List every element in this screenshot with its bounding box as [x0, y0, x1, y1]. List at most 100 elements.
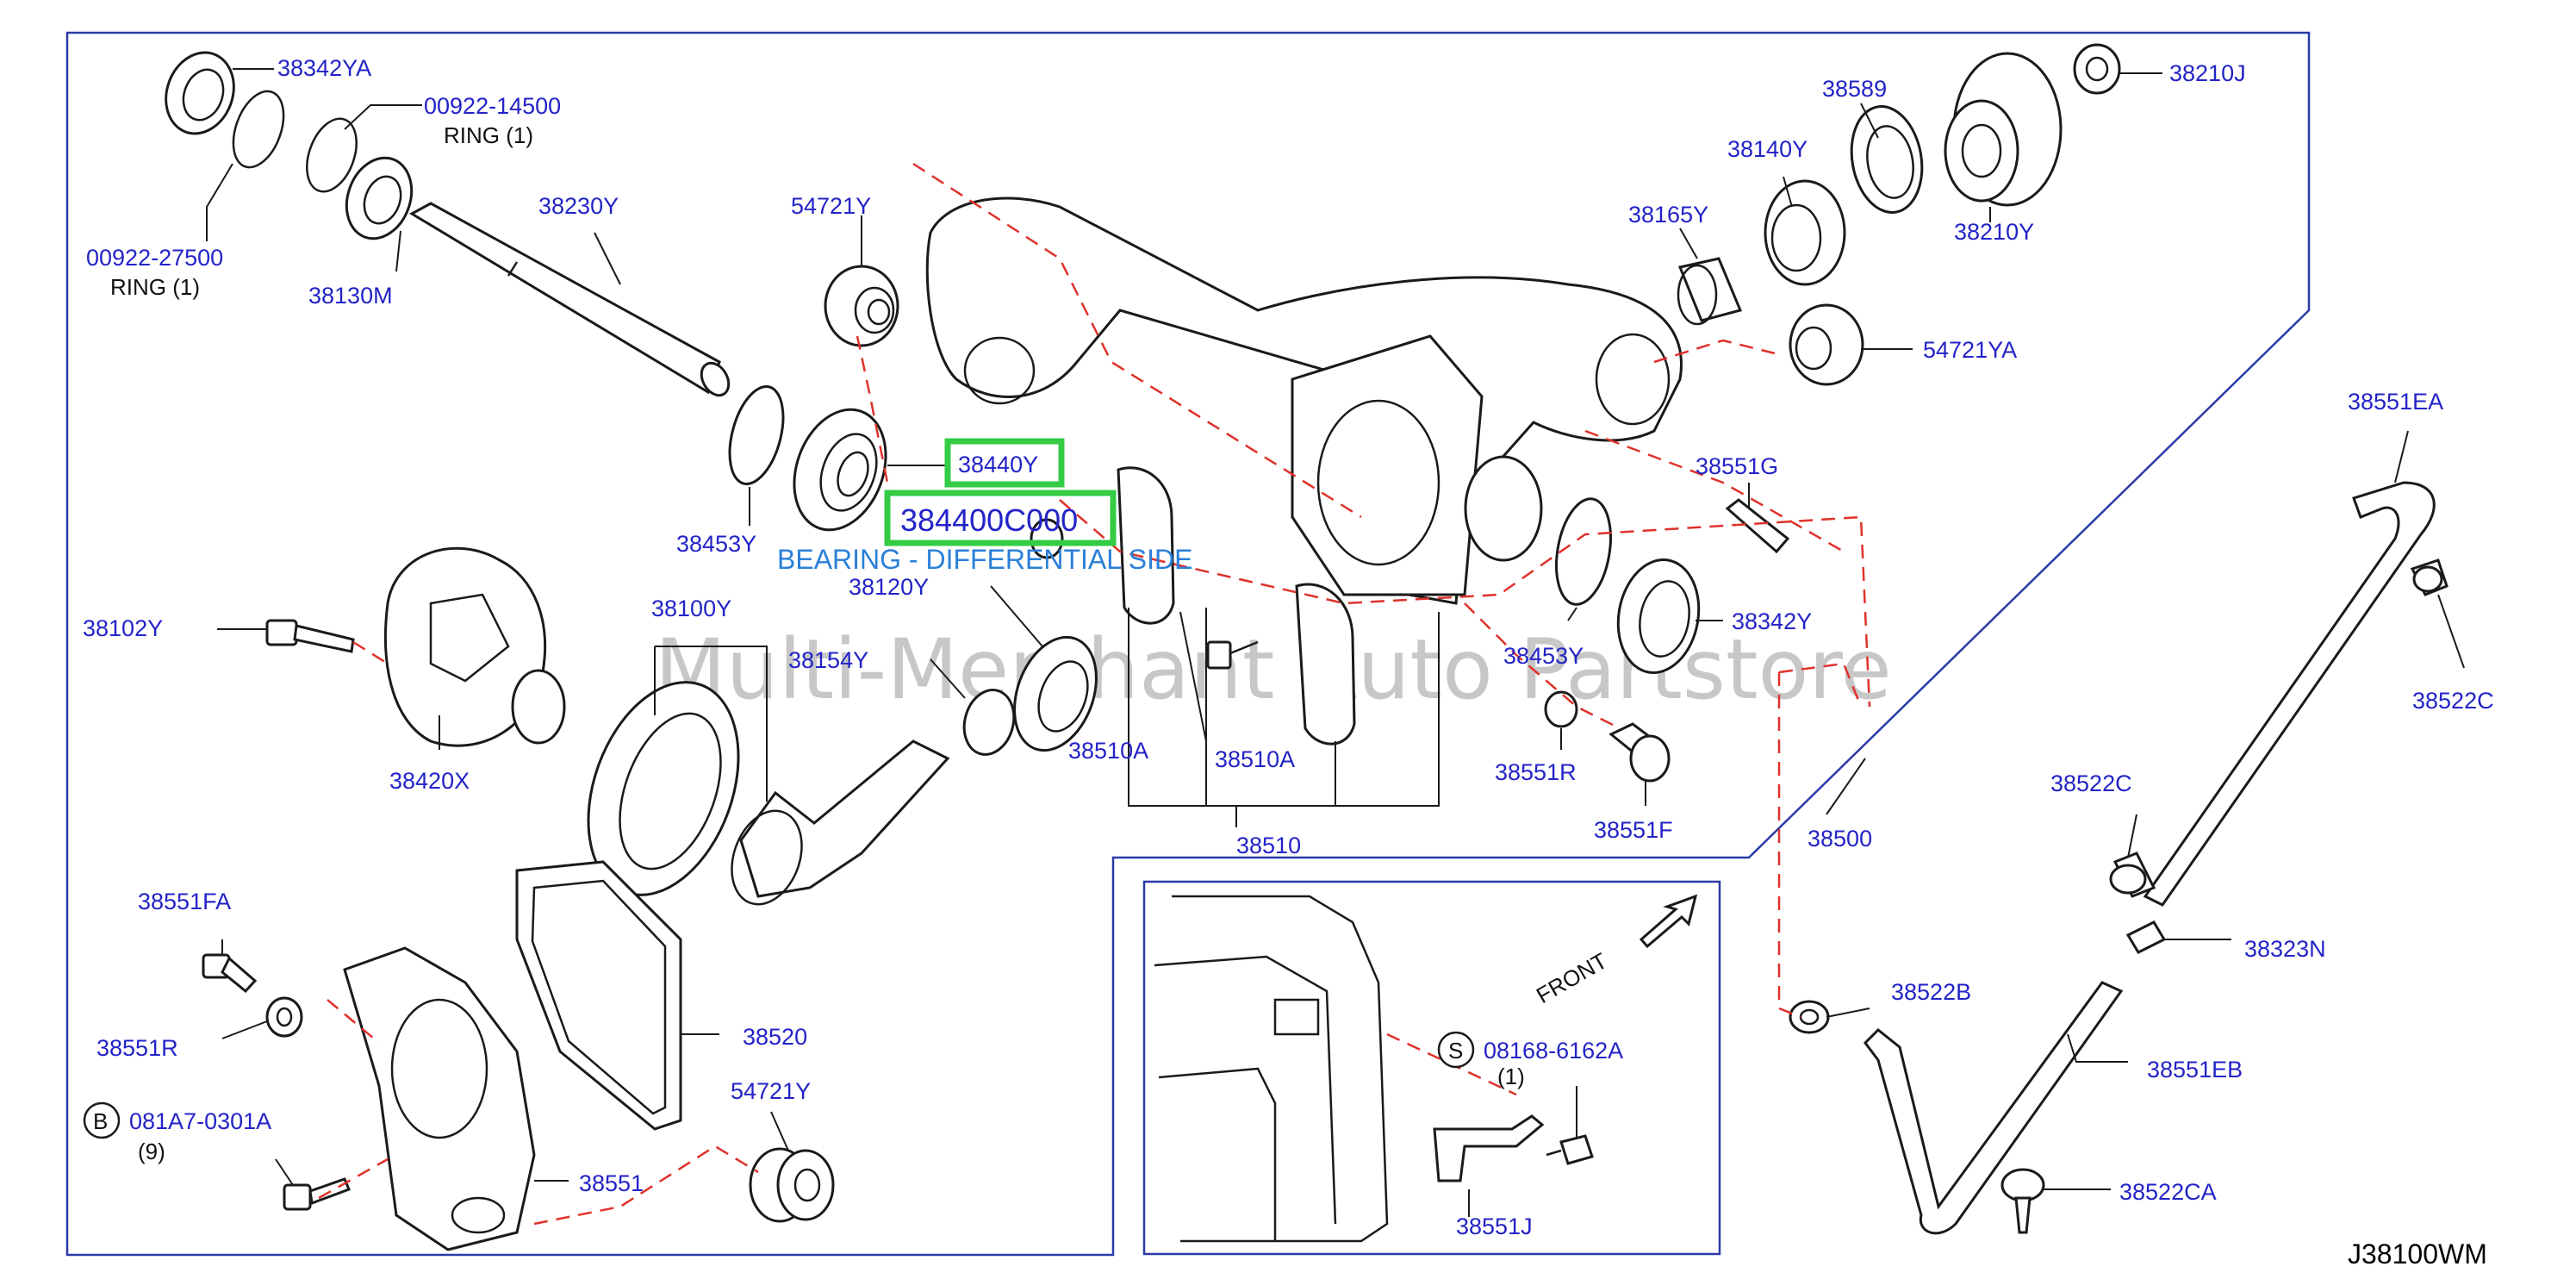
bolt-08168	[1546, 1134, 1594, 1165]
svg-text:B: B	[93, 1108, 108, 1134]
label-00922-14500[interactable]: 00922-14500	[424, 93, 561, 119]
hose-38551EA	[2143, 481, 2436, 907]
snap-ring-left	[232, 90, 285, 169]
label-54721YA[interactable]: 54721YA	[1923, 337, 2017, 363]
shim-38154Y	[962, 689, 1016, 756]
label-38342YA[interactable]: 38342YA	[277, 55, 371, 81]
highlight-box-part-number	[884, 490, 1117, 546]
cap-38510A-right	[1295, 583, 1356, 746]
callout-b: B	[83, 1101, 121, 1139]
bushing-54721Y-bottom	[749, 1147, 835, 1223]
label-54721Y-bottom[interactable]: 54721Y	[731, 1078, 811, 1104]
spacer-38165Y	[1677, 257, 1743, 326]
label-38210Y[interactable]: 38210Y	[1954, 219, 2034, 245]
label-38551G[interactable]: 38551G	[1696, 453, 1778, 479]
bushing-54721YA	[1789, 303, 1864, 386]
differential-case-38420X	[384, 546, 566, 747]
label-38522C-right[interactable]: 38522C	[2412, 688, 2494, 714]
label-38500[interactable]: 38500	[1808, 826, 1872, 852]
bushing-54721Y-top	[824, 265, 899, 347]
bolt-081A7	[283, 1177, 351, 1211]
clip-38522CA	[2000, 1168, 2045, 1234]
bolt-38102Y	[265, 619, 355, 653]
label-54721Y-top[interactable]: 54721Y	[791, 193, 871, 219]
label-38551EA[interactable]: 38551EA	[2348, 389, 2443, 415]
label-38522C-mid[interactable]: 38522C	[2050, 771, 2132, 796]
shim-38453Y-left	[728, 385, 785, 485]
note-ring-2: RING (1)	[110, 274, 200, 300]
connector-38323N	[2125, 920, 2167, 954]
highlight-box-38440Y	[944, 438, 1065, 488]
note-ring-1: RING (1)	[444, 122, 533, 148]
label-081A7-0301A[interactable]: 081A7-0301A	[129, 1108, 271, 1134]
label-38210J[interactable]: 38210J	[2169, 60, 2246, 86]
label-38102Y[interactable]: 38102Y	[83, 615, 163, 641]
stud-38551G	[1725, 498, 1790, 554]
washer-38551R-bottom	[265, 996, 303, 1038]
bolt-38551F	[1608, 722, 1671, 783]
label-38551FA[interactable]: 38551FA	[138, 889, 231, 914]
label-38453Y-right[interactable]: 38453Y	[1503, 643, 1584, 669]
leader-lines	[206, 68, 2465, 1217]
label-38120Y[interactable]: 38120Y	[849, 574, 929, 600]
bolt-38551FA	[202, 953, 258, 994]
label-38323N[interactable]: 38323N	[2244, 936, 2326, 962]
seal-38589	[1850, 105, 1924, 214]
label-38589[interactable]: 38589	[1822, 76, 1887, 102]
diagram-frame	[65, 31, 2311, 1257]
clip-38522C-right	[2410, 558, 2448, 596]
label-38100Y[interactable]: 38100Y	[651, 596, 731, 621]
label-38230Y[interactable]: 38230Y	[538, 193, 619, 219]
bearing-38440Y	[793, 408, 887, 532]
label-38551F[interactable]: 38551F	[1594, 817, 1673, 843]
label-38140Y[interactable]: 38140Y	[1727, 136, 1808, 162]
nut-38210J	[2073, 43, 2121, 95]
label-08168-6162A[interactable]: 08168-6162A	[1484, 1038, 1623, 1064]
label-38520[interactable]: 38520	[743, 1024, 807, 1050]
diagram-code: J38100WM	[2348, 1238, 2487, 1270]
label-38551J[interactable]: 38551J	[1456, 1213, 1533, 1239]
svg-text:S: S	[1448, 1038, 1463, 1064]
clamp-38522B	[1789, 1000, 1830, 1034]
highlight-description: BEARING - DIFFERENTIAL SIDE	[777, 544, 1192, 575]
seal-38342YA	[165, 51, 235, 135]
label-38551R-bottom[interactable]: 38551R	[96, 1035, 178, 1061]
shim-38453Y-right	[1555, 497, 1612, 606]
label-38522B[interactable]: 38522B	[1891, 979, 1971, 1005]
note-qty-9: (9)	[138, 1139, 165, 1164]
label-38510A-right[interactable]: 38510A	[1215, 746, 1295, 772]
washer-38551R-top	[1544, 690, 1578, 728]
gasket-38520	[515, 860, 682, 1131]
label-38453Y-left[interactable]: 38453Y	[676, 531, 756, 557]
highlight-part-number[interactable]: 384400C000	[900, 502, 1078, 538]
pinion-gear	[731, 739, 950, 906]
label-38551EB[interactable]: 38551EB	[2147, 1057, 2243, 1082]
bracket-38551J	[1433, 1114, 1545, 1182]
label-38522CA[interactable]: 38522CA	[2119, 1179, 2217, 1205]
label-38154Y[interactable]: 38154Y	[788, 647, 868, 673]
label-38551R-top[interactable]: 38551R	[1495, 759, 1577, 785]
axle-housing-38500	[925, 197, 1683, 605]
inset-body-frame	[1154, 895, 1389, 1243]
snap-ring-right	[306, 117, 358, 193]
label-38342Y[interactable]: 38342Y	[1732, 608, 1812, 634]
callout-s: S	[1437, 1031, 1475, 1069]
note-qty-1: (1)	[1497, 1064, 1525, 1089]
label-38510A-left[interactable]: 38510A	[1068, 738, 1148, 764]
label-38510[interactable]: 38510	[1236, 833, 1301, 858]
label-00922-27500[interactable]: 00922-27500	[86, 245, 223, 271]
label-38165Y[interactable]: 38165Y	[1628, 202, 1708, 228]
seal-38342Y	[1616, 558, 1701, 674]
cap-38510A-left	[1117, 466, 1175, 625]
label-38420X[interactable]: 38420X	[389, 768, 470, 794]
inset-frame	[1142, 880, 1721, 1256]
clip-38522C-mid	[2109, 852, 2156, 898]
assembly-lines	[318, 162, 1871, 1226]
shaft-38230Y	[408, 202, 731, 397]
label-front: FRONT	[1532, 947, 1612, 1008]
label-38551[interactable]: 38551	[579, 1170, 644, 1196]
label-38130M[interactable]: 38130M	[308, 283, 393, 309]
label-38440Y[interactable]: 38440Y	[958, 452, 1038, 477]
hose-38551EB	[1864, 981, 2124, 1235]
